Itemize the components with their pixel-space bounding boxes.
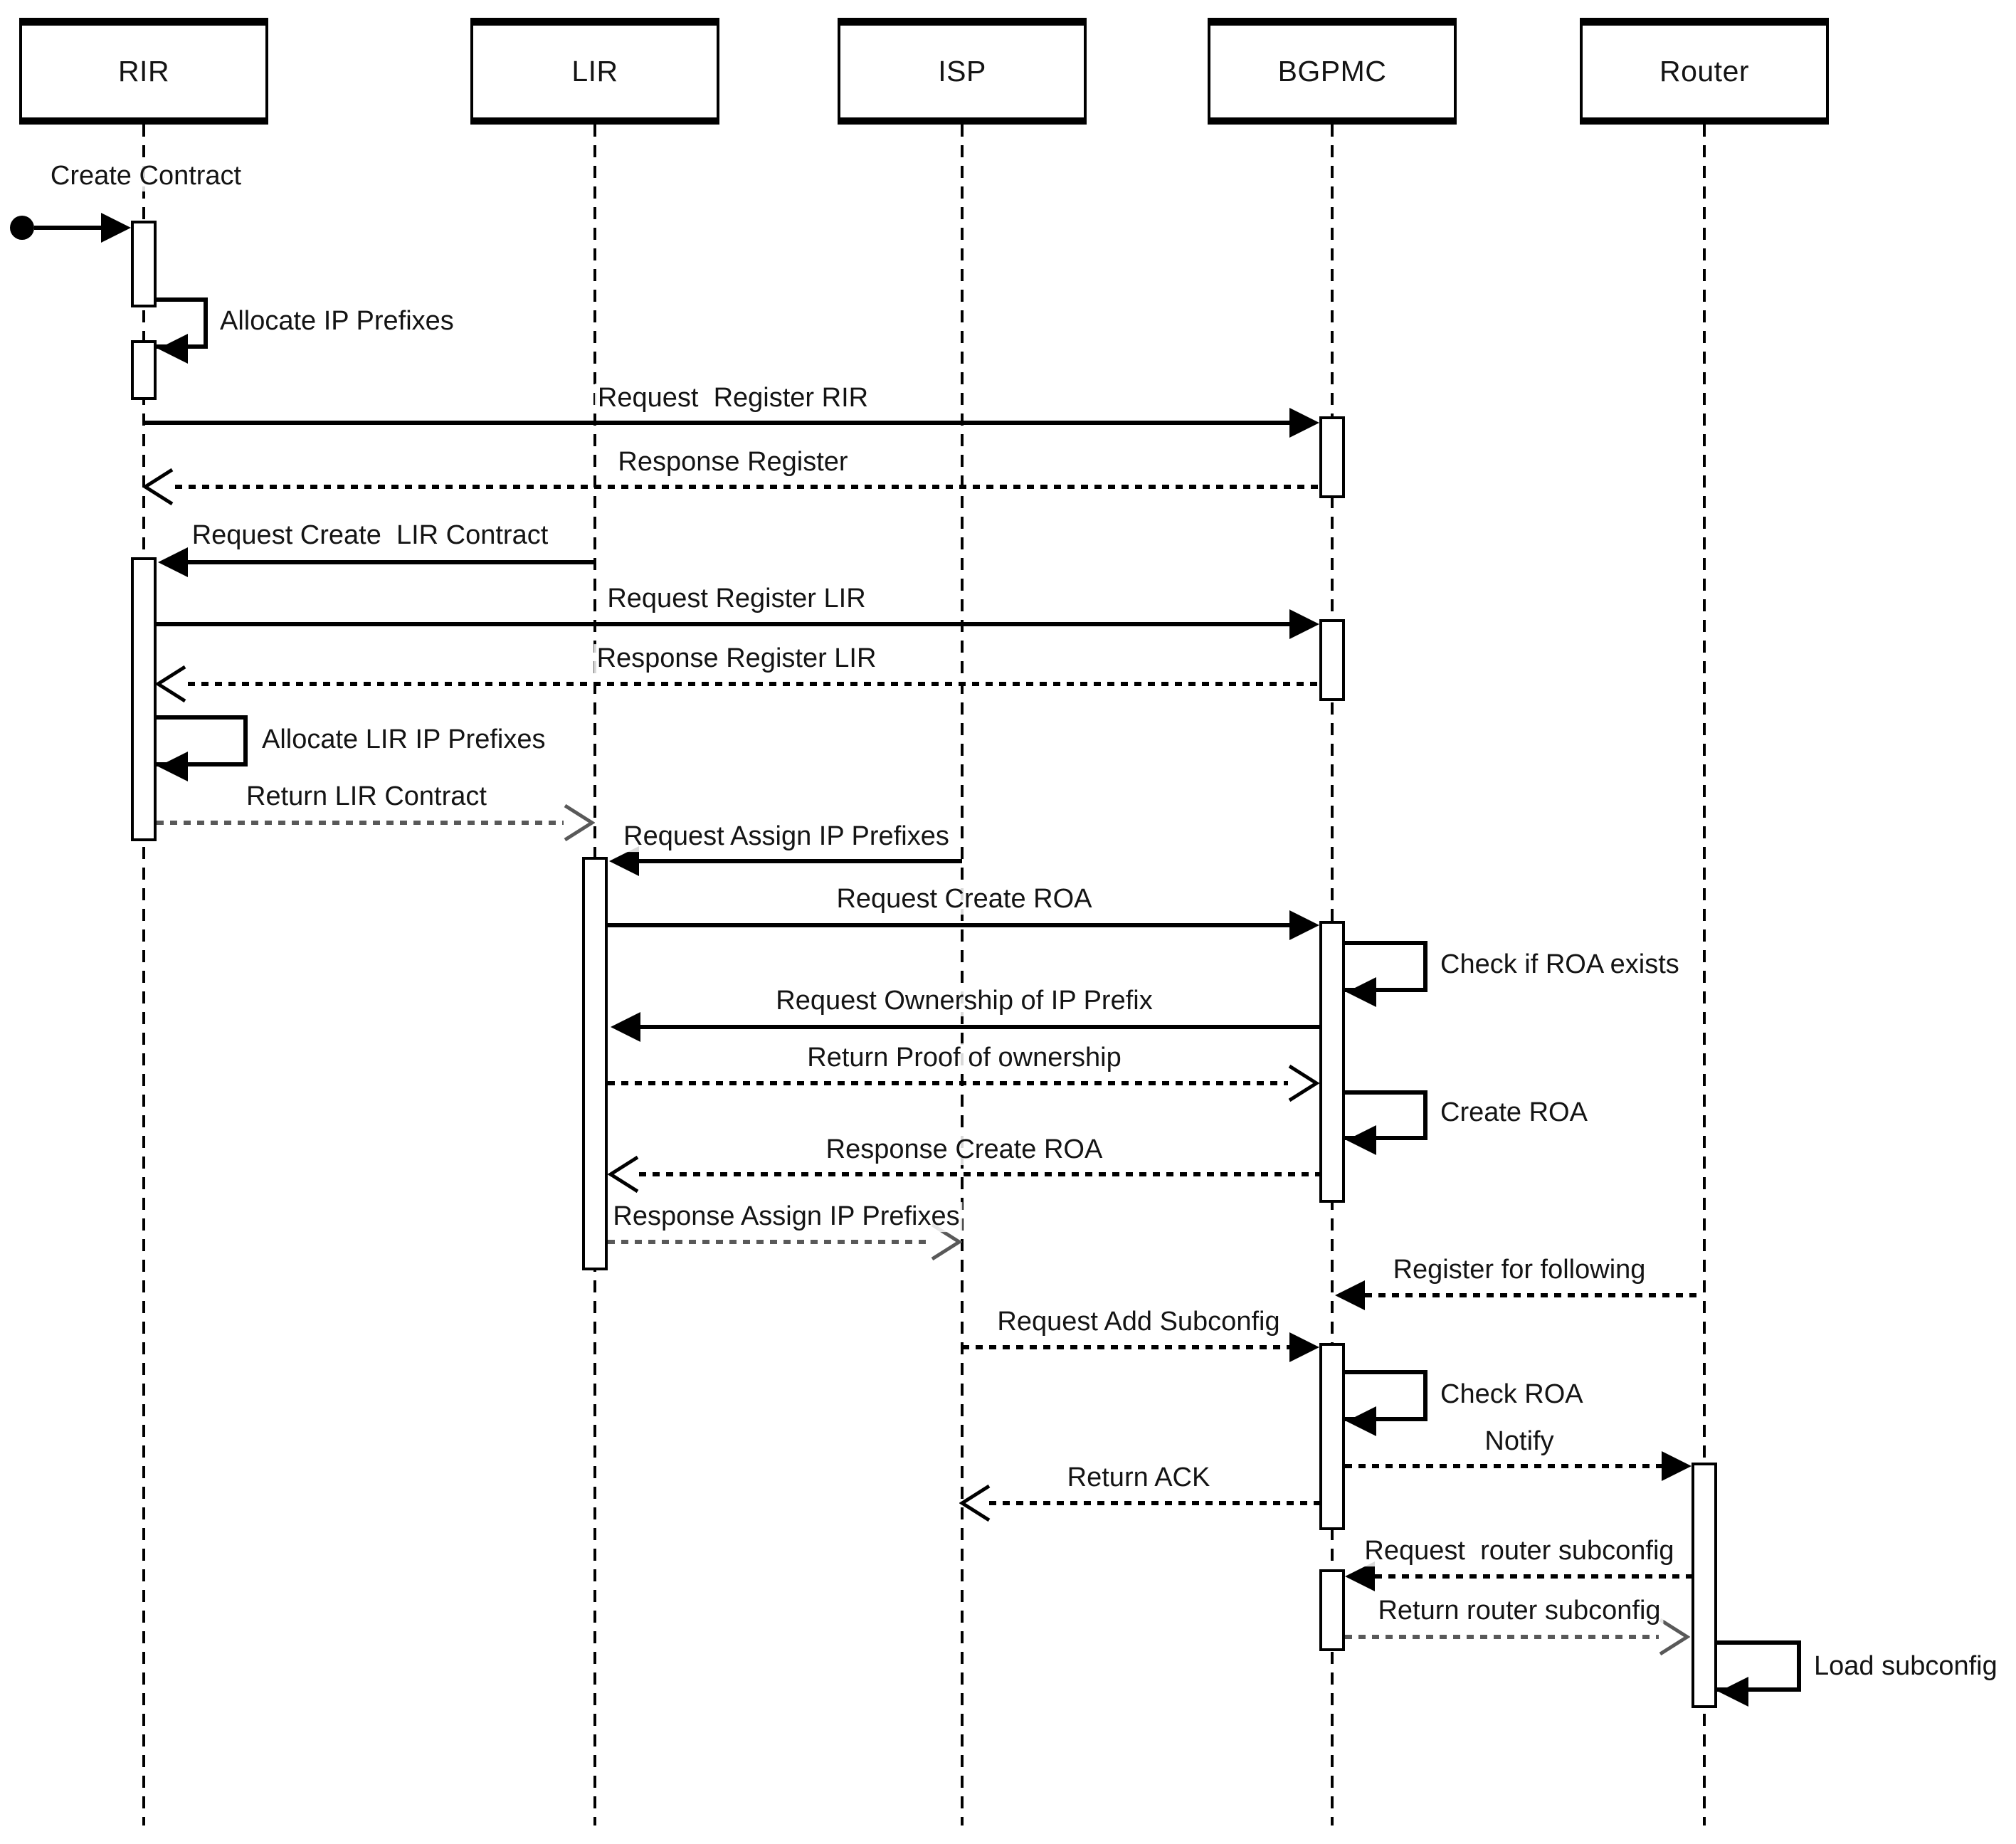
message-line-notify	[1345, 1464, 1662, 1468]
filled-arrowhead-icon	[1662, 1451, 1692, 1481]
message-label-request-create-lir-contract: Request Create LIR Contract	[189, 520, 552, 551]
message-line-response-register	[175, 485, 1319, 489]
filled-arrowhead-icon	[1346, 1406, 1376, 1436]
actor-box-bgpmc: BGPMC	[1208, 18, 1457, 125]
filled-arrowhead-icon	[101, 213, 131, 243]
actor-label-bgpmc: BGPMC	[1277, 55, 1387, 88]
activation-bar-bgpmc-3	[1319, 921, 1345, 1203]
message-label-request-assign-ip-prefixes: Request Assign IP Prefixes	[621, 821, 952, 852]
message-line-request-ownership	[639, 1025, 1319, 1029]
message-label-register-for-following: Register for following	[1390, 1255, 1649, 1285]
actor-box-rir: RIR	[19, 18, 268, 125]
message-line-request-add-subconfig	[962, 1345, 1289, 1349]
activation-bar-lir	[582, 857, 608, 1270]
activation-bar-bgpmc-5	[1319, 1569, 1345, 1651]
message-line-request-create-roa	[608, 923, 1289, 927]
self-call-loop	[1345, 1370, 1427, 1421]
message-label-allocate-ip-prefixes: Allocate IP Prefixes	[217, 306, 457, 337]
self-call-loop	[1717, 1640, 1801, 1692]
message-label-request-ownership: Request Ownership of IP Prefix	[773, 986, 1156, 1016]
filled-arrowhead-icon	[1289, 910, 1319, 940]
activation-bar-rir-2	[131, 340, 157, 400]
message-label-return-proof: Return Proof of ownership	[804, 1043, 1124, 1073]
message-label-create-contract: Create Contract	[47, 161, 245, 191]
message-line-request-router-subconfig	[1375, 1574, 1692, 1579]
filled-arrowhead-icon	[1289, 1332, 1319, 1362]
message-line-request-register-lir	[157, 622, 1289, 626]
open-arrowhead-icon	[959, 1484, 991, 1522]
message-label-request-add-subconfig: Request Add Subconfig	[994, 1307, 1283, 1337]
message-line-return-ack	[989, 1501, 1319, 1505]
actor-label-isp: ISP	[938, 55, 986, 88]
self-call-loop	[157, 715, 248, 766]
message-line-response-register-lir	[188, 682, 1319, 686]
message-line-response-create-roa	[639, 1172, 1319, 1176]
message-label-check-roa: Check ROA	[1437, 1379, 1586, 1410]
message-label-return-router-subconfig: Return router subconfig	[1375, 1596, 1664, 1626]
filled-arrowhead-icon	[1289, 408, 1319, 438]
message-label-allocate-lir-ip-prefixes: Allocate LIR IP Prefixes	[259, 725, 549, 755]
actor-label-router: Router	[1659, 55, 1750, 88]
filled-arrowhead-icon	[158, 334, 188, 364]
message-label-request-register-lir: Request Register LIR	[604, 584, 869, 614]
message-label-check-if-roa-exists: Check if ROA exists	[1437, 949, 1682, 980]
message-label-request-router-subconfig: Request router subconfig	[1361, 1536, 1677, 1566]
activation-bar-bgpmc-4	[1319, 1343, 1345, 1530]
message-line-create-contract	[34, 226, 102, 230]
message-line-register-for-following	[1365, 1293, 1703, 1297]
message-label-request-create-roa: Request Create ROA	[833, 884, 1095, 915]
activation-bar-rir-1	[131, 221, 157, 307]
filled-arrowhead-icon	[158, 547, 188, 577]
actor-label-lir: LIR	[571, 55, 618, 88]
actor-label-rir: RIR	[117, 55, 170, 88]
activation-bar-rir-3	[131, 557, 157, 841]
open-arrowhead-icon	[155, 665, 186, 703]
message-label-response-create-roa: Response Create ROA	[823, 1134, 1106, 1165]
open-arrowhead-icon	[1659, 1618, 1690, 1656]
message-label-create-roa: Create ROA	[1437, 1097, 1590, 1128]
message-line-return-lir-contract	[157, 821, 564, 825]
message-label-notify: Notify	[1482, 1426, 1557, 1457]
filled-arrowhead-icon	[1345, 1561, 1375, 1591]
activation-bar-router	[1692, 1463, 1717, 1708]
self-call-loop	[1345, 1090, 1427, 1140]
self-call-loop	[1345, 941, 1427, 992]
filled-arrowhead-icon	[1289, 609, 1319, 639]
message-line-return-router-subconfig	[1345, 1635, 1659, 1639]
message-label-response-register-lir: Response Register LIR	[593, 643, 880, 674]
filled-arrowhead-icon	[611, 1012, 640, 1042]
message-label-request-register-rir: Request Register RIR	[594, 383, 872, 413]
message-line-request-register-rir	[145, 421, 1289, 425]
lifeline-rir	[142, 125, 145, 1825]
actor-box-isp: ISP	[838, 18, 1087, 125]
filled-arrowhead-icon	[1719, 1677, 1748, 1707]
message-label-load-subconfig: Load subconfig	[1811, 1651, 2000, 1682]
open-arrowhead-icon	[142, 468, 174, 506]
lifeline-isp	[961, 125, 964, 1825]
activation-bar-bgpmc-2	[1319, 619, 1345, 701]
open-arrowhead-icon	[564, 804, 595, 842]
actor-box-lir: LIR	[470, 18, 719, 125]
message-line-request-create-lir-contract	[188, 560, 595, 564]
message-label-response-assign-ip-prefixes: Response Assign IP Prefixes	[610, 1201, 963, 1232]
filled-arrowhead-icon	[1346, 977, 1376, 1007]
lifeline-router	[1703, 125, 1706, 1825]
message-line-request-assign-ip-prefixes	[638, 859, 962, 863]
open-arrowhead-icon	[1288, 1064, 1319, 1102]
activation-bar-bgpmc-1	[1319, 416, 1345, 498]
filled-arrowhead-icon	[1346, 1125, 1376, 1155]
message-label-return-ack: Return ACK	[1064, 1463, 1213, 1493]
filled-arrowhead-icon	[1335, 1280, 1365, 1310]
message-line-return-proof	[608, 1081, 1288, 1085]
message-label-response-register: Response Register	[615, 447, 851, 478]
message-line-response-assign-ip-prefixes	[608, 1240, 931, 1244]
open-arrowhead-icon	[608, 1155, 639, 1194]
message-label-return-lir-contract: Return LIR Contract	[243, 781, 490, 812]
filled-arrowhead-icon	[158, 752, 188, 781]
actor-box-router: Router	[1580, 18, 1829, 125]
start-dot-icon	[10, 216, 34, 240]
